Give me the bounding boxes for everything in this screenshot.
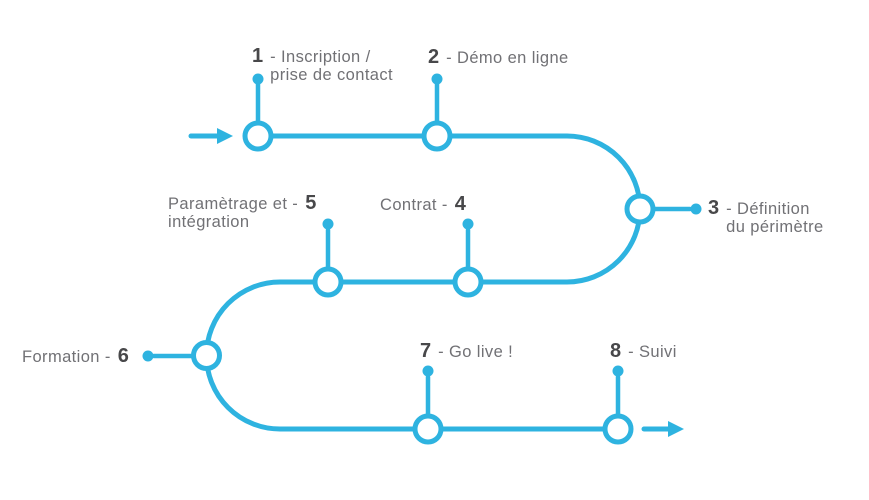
step-7-number: 7: [420, 340, 432, 362]
step-3-number: 3: [708, 197, 720, 219]
step-8-dot: [612, 365, 624, 377]
step-8-text-line1: - Suivi: [628, 343, 677, 361]
step-2-dot: [431, 73, 443, 85]
step-8-label: 8 - Suivi: [610, 340, 677, 362]
step-5-label: Paramètrage et - 5 intégration: [168, 192, 317, 231]
step-1-text-line2: prise de contact: [270, 66, 394, 84]
step-5-text-line1: Paramètrage et -: [168, 195, 299, 213]
step-7-label: 7 - Go live !: [420, 340, 514, 362]
step-3-label: 3 - Définition du périmètre: [708, 197, 824, 236]
step-1-text-line1: - Inscription /: [270, 48, 371, 66]
step-3-dot: [690, 203, 702, 215]
step-2-number: 2: [428, 46, 440, 68]
step-7-dot: [422, 365, 434, 377]
step-6-text-line1: Formation -: [22, 348, 111, 366]
step-6-number: 6: [117, 345, 129, 367]
step-2-label: 2 - Démo en ligne: [428, 46, 569, 68]
step-2-node: [421, 120, 453, 152]
step-7-node: [412, 413, 444, 445]
step-7-text-line1: - Go live !: [438, 343, 514, 361]
step-6-node: [191, 340, 222, 371]
step-1-node: [242, 120, 274, 152]
step-2-text-line1: - Démo en ligne: [446, 49, 569, 67]
step-3-node: [624, 193, 656, 225]
step-1-number: 1: [252, 45, 264, 67]
step-1-label: 1 - Inscription / prise de contact: [252, 45, 394, 84]
step-5-number: 5: [305, 192, 317, 214]
step-6-dot: [142, 350, 154, 362]
step-8-number: 8: [610, 340, 622, 362]
step-4-label: Contrat - 4: [380, 193, 466, 215]
step-4-node: [452, 266, 484, 298]
step-5-node: [312, 266, 344, 298]
step-4-text-line1: Contrat -: [380, 196, 448, 214]
step-8-node: [602, 413, 634, 445]
journey-path: [204, 133, 643, 432]
step-3-text-line1: - Définition: [726, 200, 810, 218]
step-4-dot: [462, 218, 474, 230]
step-5-text-line2: intégration: [168, 213, 250, 231]
step-4-number: 4: [454, 193, 466, 215]
start-arrow-icon: [188, 128, 233, 144]
step-5-dot: [322, 218, 334, 230]
end-arrow-icon: [641, 421, 684, 437]
step-3-text-line2: du périmètre: [726, 218, 824, 236]
step-6-label: Formation - 6: [22, 345, 129, 367]
step-1-dot: [252, 73, 264, 85]
